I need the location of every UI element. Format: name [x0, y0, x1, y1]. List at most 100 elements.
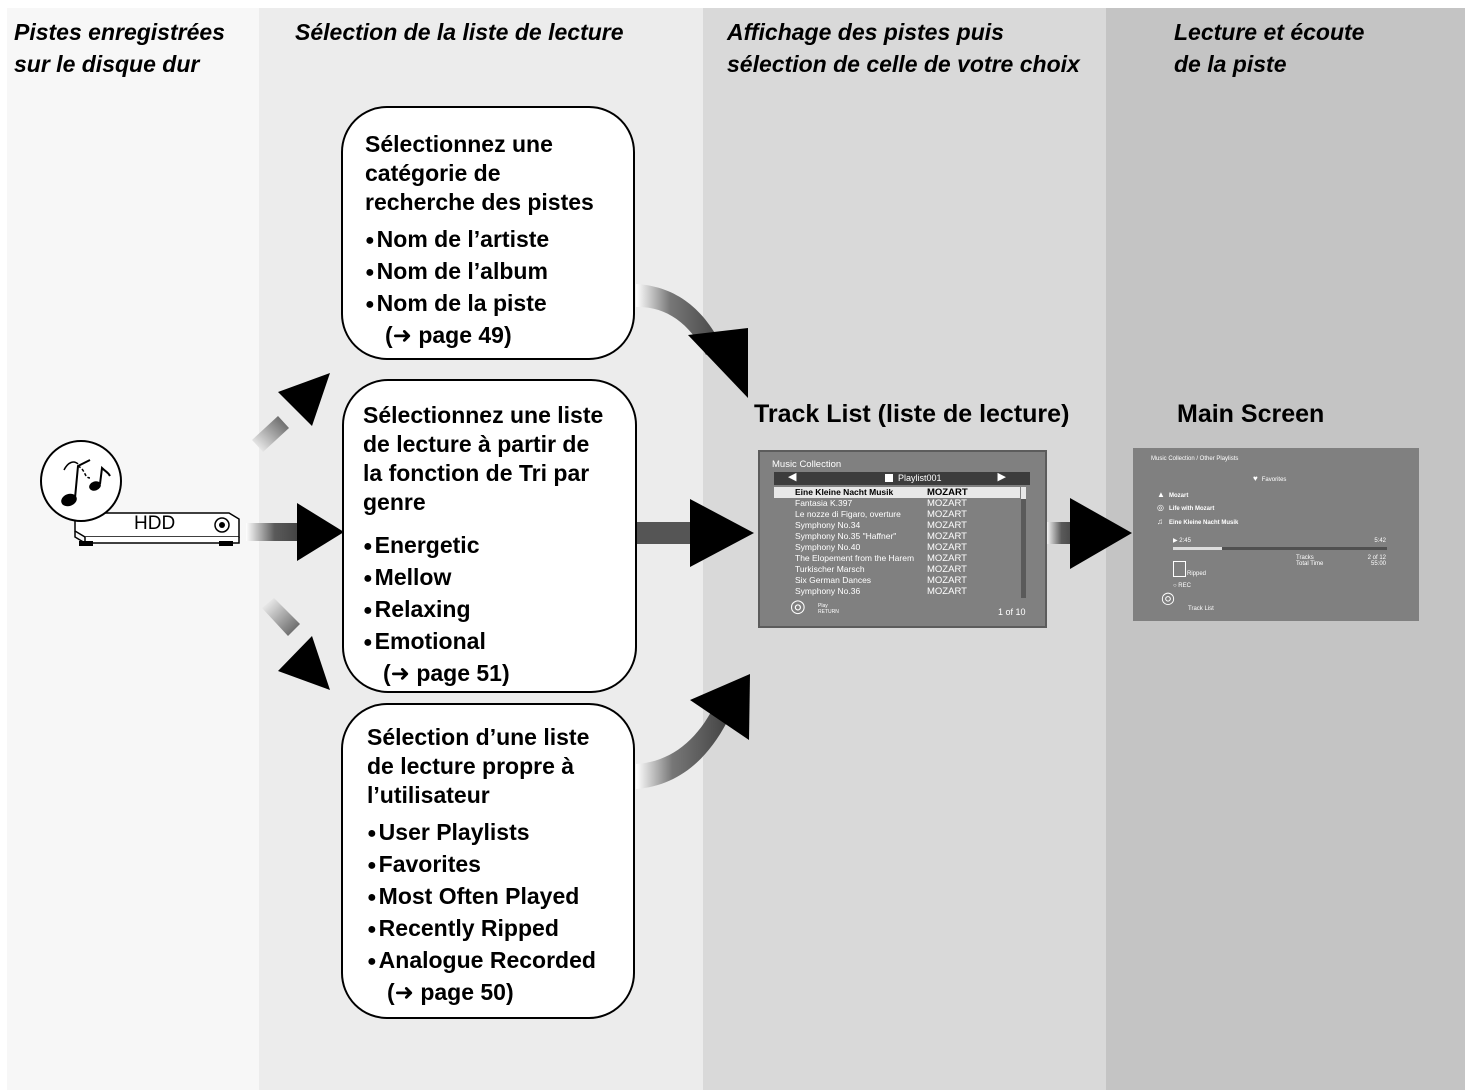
track-artist: MOZART [927, 542, 967, 553]
scrollbar-thumb[interactable] [1021, 487, 1026, 499]
page-indicator: 1 of 10 [998, 607, 1026, 617]
rec-text: REC [1178, 583, 1191, 589]
list-item: Emotional [363, 627, 635, 659]
box-title: Sélection d’une liste de lecture propre … [367, 724, 590, 808]
favorites-text: Favorites [1261, 477, 1287, 483]
arrow-to-box-3 [262, 598, 330, 690]
arrow-box1-to-tracklist [636, 284, 748, 398]
list-item: Recently Ripped [367, 914, 633, 946]
page-reference: (➜ page 49) [385, 322, 512, 348]
album-name: Life with Mozart [1169, 506, 1215, 512]
return-hint-label: RETURN [818, 609, 839, 615]
list-item: Relaxing [363, 595, 635, 627]
arrow-box2-to-tracklist [637, 499, 754, 567]
heart-icon: ♥ [1253, 474, 1258, 483]
screen-title: Music Collection [772, 459, 842, 470]
track-artist: MOZART [927, 520, 967, 531]
list-item: Nom de l’artiste [365, 225, 633, 257]
music-note-icon: ♫ [1157, 517, 1163, 526]
previous-icon[interactable]: ◀ [788, 471, 797, 483]
total-time-value: 55:00 [1370, 561, 1386, 567]
arrow-box3-to-tracklist [636, 674, 750, 789]
track-artist: MOZART [927, 487, 968, 498]
artist-line: ▲ Mozart [1157, 491, 1188, 500]
play-hint-label: Play [818, 603, 828, 609]
table-row[interactable]: Fantasia K.397 MOZART [774, 498, 1020, 509]
table-row[interactable]: Eine Kleine Nacht Musik MOZART [774, 487, 1020, 498]
track-list-hint: Track List [1188, 606, 1214, 612]
arrow-to-box-1 [252, 373, 330, 452]
music-note-icon [40, 440, 122, 522]
list-item: Favorites [367, 850, 633, 882]
person-icon: ▲ [1157, 490, 1165, 499]
box-title: Sélectionnez une liste de lecture à part… [363, 402, 604, 515]
column-title: Affichage des pistes puis sélection de c… [727, 19, 1080, 77]
hdd-device-icon [74, 512, 240, 546]
elapsed-time: ▶ 2:45 [1173, 538, 1191, 544]
tracks-label: Tracks [1296, 555, 1314, 561]
next-icon[interactable]: ▶ [997, 471, 1006, 483]
playlist-icon [885, 474, 893, 482]
tracks-value: 2 of 12 [1367, 555, 1386, 561]
track-artist: MOZART [927, 564, 967, 575]
favorites-label: ♥Favorites [1253, 475, 1286, 484]
format-icon [1173, 561, 1186, 577]
column-title: Lecture et écoute de la piste [1174, 19, 1365, 77]
table-row[interactable]: Symphony No.40 MOZART [774, 542, 1020, 553]
column-title: Sélection de la liste de lecture [295, 19, 624, 45]
column-title: Pistes enregistrées sur le disque dur [14, 19, 225, 77]
hdd-label: HDD [134, 513, 176, 534]
table-row[interactable]: Turkischer Marsch MOZART [774, 564, 1020, 575]
arrow-to-box-2 [246, 503, 344, 561]
list-item: Mellow [363, 563, 635, 595]
track-title: Fantasia K.397 [795, 498, 853, 508]
album-icon: ◎ [1157, 503, 1164, 512]
track-artist: MOZART [927, 498, 967, 509]
screen-title: Music Collection / Other Playlists [1151, 456, 1239, 462]
box-title: Sélectionnez une catégorie de recherche … [365, 131, 594, 215]
track-title: Symphony No.34 [795, 520, 861, 530]
track-name: Eine Kleine Nacht Musik [1169, 520, 1239, 526]
page-reference: (➜ page 50) [387, 979, 514, 1005]
track-artist: MOZART [927, 553, 967, 564]
track-list-label: Track List (liste de lecture) [754, 400, 1070, 428]
track-title: Symphony No.40 [795, 542, 861, 552]
track-title: Eine Kleine Nacht Musik [795, 487, 894, 497]
ripped-label: Ripped [1187, 571, 1207, 577]
main-screen: Music Collection / Other Playlists ♥Favo… [1133, 448, 1419, 621]
table-row[interactable]: Symphony No.34 MOZART [774, 520, 1020, 531]
playlist-header: ◀ Playlist001 ▶ [774, 472, 1030, 485]
list-item: Nom de la piste [365, 289, 633, 321]
arrow-tracklist-to-main [1046, 498, 1132, 569]
track-list-screen: Music Collection ◀ Playlist001 ▶ Eine Kl… [758, 450, 1047, 628]
track-title: Symphony No.36 [795, 586, 861, 596]
play-hint: Play RETURN [818, 603, 839, 615]
disc-button-icon: ◎ [1161, 590, 1175, 607]
track-artist: MOZART [927, 509, 967, 520]
page-reference: (➜ page 51) [383, 660, 510, 686]
table-row[interactable]: Six German Dances MOZART [774, 575, 1020, 586]
rec-label: ○ REC [1173, 583, 1191, 589]
list-item: Most Often Played [367, 882, 633, 914]
progress-fill [1173, 547, 1223, 550]
track-duration: 5:42 [1374, 538, 1386, 544]
list-item: User Playlists [367, 818, 633, 850]
track-title: Symphony No.35 "Haffner" [795, 531, 897, 541]
progress-bar [1173, 547, 1387, 550]
table-row[interactable]: Symphony No.35 "Haffner"MOZART [774, 531, 1020, 542]
track-title: Six German Dances [795, 575, 872, 585]
disc-button-icon: ◎ [790, 596, 806, 616]
artist-name: Mozart [1169, 493, 1189, 499]
track-artist: MOZART [927, 575, 967, 586]
track-line: ♫ Eine Kleine Nacht Musik [1157, 518, 1238, 527]
column-hdd-tracks: Pistes enregistrées sur le disque dur [7, 8, 259, 1090]
playlist-name: Playlist001 [898, 473, 942, 483]
total-time-label: Total Time [1296, 561, 1324, 567]
scrollbar[interactable] [1021, 487, 1026, 598]
track-title: Turkischer Marsch [795, 564, 865, 574]
genre-sort-box: Sélectionnez une liste de lecture à part… [342, 379, 637, 693]
